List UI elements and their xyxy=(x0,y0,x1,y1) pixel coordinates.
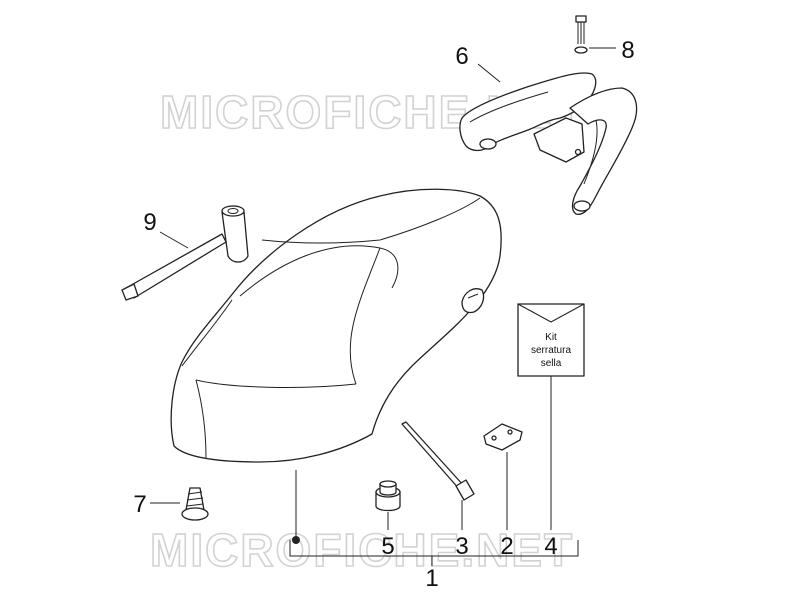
callout-2: 2 xyxy=(500,533,513,560)
leader-lines xyxy=(150,47,616,566)
kit-box: Kit serratura sella xyxy=(517,303,585,377)
callout-4: 4 xyxy=(544,533,557,560)
callout-8: 8 xyxy=(621,37,634,64)
part-8-bolt xyxy=(574,15,588,54)
part-2-bracket xyxy=(483,423,523,451)
callout-6: 6 xyxy=(455,43,468,70)
part-9-wrench xyxy=(121,205,249,301)
callout-7: 7 xyxy=(133,491,146,518)
kit-box-line1: Kit xyxy=(545,332,557,343)
bullet-dot xyxy=(292,536,300,544)
part-6-grab-handle xyxy=(459,72,638,215)
part-5-buffer xyxy=(375,480,401,512)
callout-5: 5 xyxy=(381,533,394,560)
callout-3: 3 xyxy=(455,533,468,560)
kit-box-line3: sella xyxy=(541,358,562,369)
seat xyxy=(170,188,502,463)
callout-9: 9 xyxy=(143,209,156,236)
kit-box-line2: serratura xyxy=(531,345,571,356)
part-7-screw xyxy=(181,487,209,521)
callout-1: 1 xyxy=(425,565,438,592)
part-3-cable-tie xyxy=(401,421,475,501)
watermark-bottom: MICROFICHE.NET xyxy=(150,524,574,576)
